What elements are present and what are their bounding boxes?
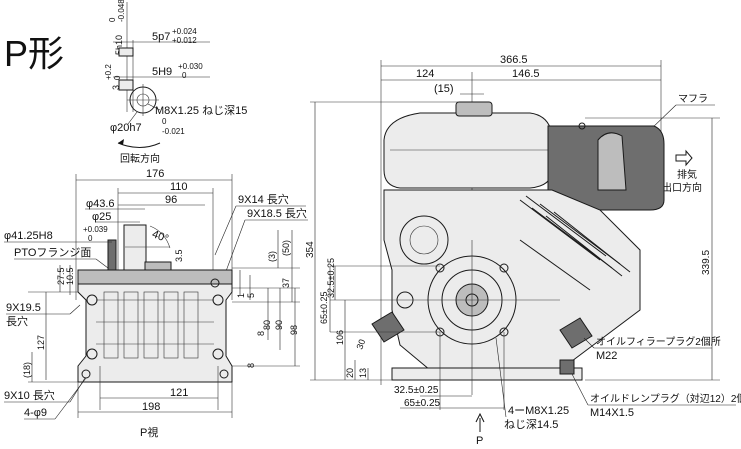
key-depth-tol-lower: -0.048 — [117, 0, 126, 22]
p-view-ribs — [96, 291, 214, 359]
side-view-drawing: 366.5 124 146.5 (15) マフラ 排気 出口方向 — [305, 54, 741, 447]
p-view-hole-tl — [86, 294, 98, 306]
side-dim-124: 124 — [416, 68, 434, 80]
side-dim-146-5: 146.5 — [512, 68, 540, 80]
exhaust-label-2: 出口方向 — [662, 181, 702, 194]
p-view-arrow-label: P — [476, 435, 483, 447]
slot-9x14-label: 9X14 長穴 — [238, 192, 289, 206]
key-width-p7: 5p7 — [152, 31, 170, 43]
key-depth-dim: 5h10 — [114, 35, 124, 55]
shaft-diameter: φ20h7 — [110, 122, 142, 134]
side-dim-65-v: 65±0.25 — [319, 292, 329, 324]
p-view-hole-b2 — [219, 369, 229, 379]
side-dim-13: 13 — [358, 368, 368, 378]
side-dim-65-h: 65±0.25 — [404, 398, 441, 409]
p-view-slot-hole — [210, 278, 220, 288]
rotation-direction-label: 回転方向 — [120, 152, 160, 165]
p-view-dim-8: 8 — [256, 331, 266, 336]
key-width-p7-tol-lower: +0.012 — [172, 36, 197, 45]
three-dim: 3 — [111, 85, 121, 90]
p-view-dim-1: 1 — [236, 293, 246, 298]
oil-filler-size: M22 — [596, 350, 617, 362]
slot-9x10-label: 9X10 長穴 — [4, 388, 55, 402]
pto-flange-label: PTOフランジ面 — [14, 247, 91, 259]
p-view-hole-br — [212, 348, 224, 360]
oil-filler-plug-left — [371, 311, 405, 343]
p-view-dim-176: 176 — [146, 168, 164, 180]
oil-filler-label: オイルフィラープラグ2個所 — [596, 335, 721, 348]
key-width-h9: 5H9 — [152, 66, 172, 78]
p-view-hole-bl — [86, 348, 98, 360]
p-view-drawing: 176 110 96 φ43.6 φ25 40° 3.5 φ41.25H8 +0… — [4, 168, 308, 439]
drain-plug — [559, 359, 575, 375]
p-view-dim-41-25: φ41.25H8 — [4, 230, 53, 242]
slot-9x19-5-label: 9X19.5 — [6, 302, 41, 314]
thread-spec: M8X1.25 ねじ深15 — [155, 104, 247, 117]
p-view-dim-80: 80 — [262, 320, 272, 330]
p-view-dim-27-5: 27.5 — [56, 267, 66, 285]
side-dim-15: (15) — [434, 83, 454, 95]
muffler-label: マフラ — [678, 93, 708, 105]
p-view-dim-50: (50) — [281, 240, 291, 256]
p-view-dim-43-6: φ43.6 — [86, 198, 115, 210]
side-dim-366-5: 366.5 — [500, 54, 528, 66]
p-view-dim-3-5: 3.5 — [174, 249, 184, 262]
key-width-h9-tol-upper: +0.030 — [178, 62, 203, 71]
p-view-dim-37: 37 — [281, 278, 291, 288]
side-dim-20: 20 — [345, 368, 355, 378]
p-view-angle-40: 40° — [150, 228, 170, 245]
p-view-dim-5: 5 — [246, 293, 256, 298]
side-dim-32-5-h: 32.5±0.25 — [394, 385, 439, 396]
slot-9x18-5-label: 9X18.5 長穴 — [247, 206, 307, 220]
key-depth-tol-upper: 0 — [108, 17, 117, 22]
shaft-diameter-tol-upper: 0 — [162, 117, 167, 126]
exhaust-label-1: 排気 — [677, 168, 697, 181]
p-view-dim-127: 127 — [36, 335, 46, 350]
p-view-caption: P視 — [140, 425, 158, 439]
fuel-cap — [455, 101, 493, 117]
side-dim-339-5: 339.5 — [701, 250, 712, 275]
oil-drain-size: M14X1.5 — [590, 407, 634, 419]
p-view-dim-90: 90 — [274, 320, 284, 330]
side-dim-354: 354 — [305, 241, 316, 258]
p-view-dim-8b: 8 — [246, 363, 256, 368]
mount-thread-depth: ねじ深14.5 — [504, 418, 558, 431]
p-view-dim-41-25-tol-lower: 0 — [88, 234, 93, 243]
engine-base — [391, 367, 583, 381]
holes-4-phi9-label: 4-φ9 — [24, 407, 47, 419]
p-view-dim-25: φ25 — [92, 211, 111, 223]
oil-drain-label: オイルドレンプラグ（対辺12）2個所 — [590, 392, 741, 405]
side-dim-106: 106 — [335, 330, 345, 345]
p-view-dim-121: 121 — [170, 387, 188, 399]
p-view-dim-3: (3) — [267, 251, 277, 262]
p-view-dim-96: 96 — [165, 194, 177, 206]
cylinder-fins — [519, 195, 631, 291]
fuel-tank — [383, 112, 553, 189]
slot-9x19-5-label-b: 長穴 — [6, 314, 28, 328]
shaft-detail: 5h10 0 -0.048 5p7 +0.024 +0.012 5H9 +0.0… — [104, 0, 247, 165]
shaft-diameter-tol-lower: -0.021 — [162, 127, 185, 136]
oil-filler-plug-right — [559, 317, 593, 349]
p-view-dim-110: 110 — [170, 181, 188, 193]
p-view-dim-98: 98 — [289, 325, 299, 335]
side-dim-32-5-v: 32.5±0.25 — [326, 258, 336, 298]
p-view-dim-41-25-tol-upper: +0.039 — [83, 225, 108, 234]
mount-thread-label: 4ーM8X1.25 — [508, 405, 569, 417]
key-width-h9-tol-lower: 0 — [182, 71, 187, 80]
drawing-title: P形 — [4, 33, 64, 74]
three-tol-lower: 0 — [113, 75, 122, 80]
p-view-dim-18: (18) — [22, 362, 32, 378]
side-dim-30: 30 — [354, 338, 367, 351]
three-tol-upper: +0.2 — [104, 64, 113, 80]
p-view-dim-198: 198 — [142, 401, 160, 413]
p-view-hole-tr — [212, 294, 224, 306]
key-width-p7-tol-upper: +0.024 — [172, 27, 197, 36]
